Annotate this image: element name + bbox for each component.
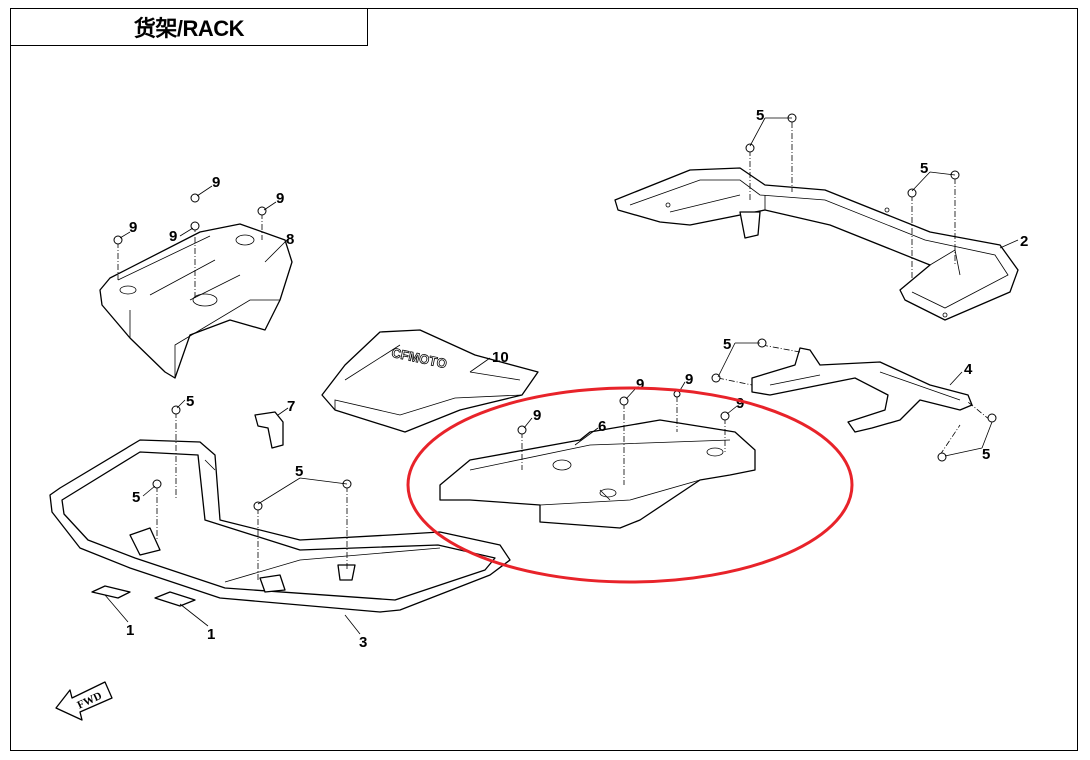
callout-5: 5 [132, 489, 140, 506]
callout-5: 5 [295, 463, 303, 480]
callout-5: 5 [186, 393, 194, 410]
title-box: 货架/RACK [10, 8, 368, 46]
leader-lines [104, 117, 1019, 635]
callout-9: 9 [685, 371, 693, 388]
callout-5: 5 [756, 107, 764, 124]
callout-9: 9 [212, 174, 220, 191]
callout-7: 7 [287, 398, 295, 415]
callout-8: 8 [286, 231, 294, 248]
callout-1: 1 [207, 626, 215, 643]
part-2-front-rack[interactable] [614, 167, 1019, 321]
callout-1: 1 [126, 622, 134, 639]
callout-6: 6 [598, 418, 606, 435]
fwd-arrow-icon: FWD [55, 681, 113, 721]
drawing-frame [10, 8, 1078, 751]
page-title: 货架/RACK [133, 16, 245, 41]
callout-9: 9 [736, 395, 744, 412]
callout-5: 5 [723, 336, 731, 353]
highlight-ellipse [406, 386, 854, 584]
callout-9: 9 [276, 190, 284, 207]
callout-9: 9 [636, 376, 644, 393]
part-4-extension-frame[interactable] [751, 347, 973, 433]
part-3-main-rack[interactable] [49, 439, 511, 613]
callout-4: 4 [964, 361, 973, 378]
callout-5: 5 [920, 160, 928, 177]
callout-10: 10 [492, 349, 509, 366]
part-10-logo-cover[interactable]: CFMOTO [321, 329, 539, 433]
callout-9: 9 [169, 228, 177, 245]
callout-2: 2 [1020, 233, 1028, 250]
part-6-rack-plate[interactable] [439, 419, 756, 529]
callout-labels: 1 1 2 3 4 5 5 5 5 5 5 5 6 7 8 9 9 9 9 9 … [126, 107, 1028, 651]
callout-9: 9 [533, 407, 541, 424]
part-8-rack-cover[interactable] [99, 223, 293, 379]
callout-5: 5 [982, 446, 990, 463]
part-1-pad[interactable] [91, 585, 196, 607]
callout-9: 9 [129, 219, 137, 236]
callout-3: 3 [359, 634, 367, 651]
part-7-bracket[interactable] [254, 411, 284, 449]
